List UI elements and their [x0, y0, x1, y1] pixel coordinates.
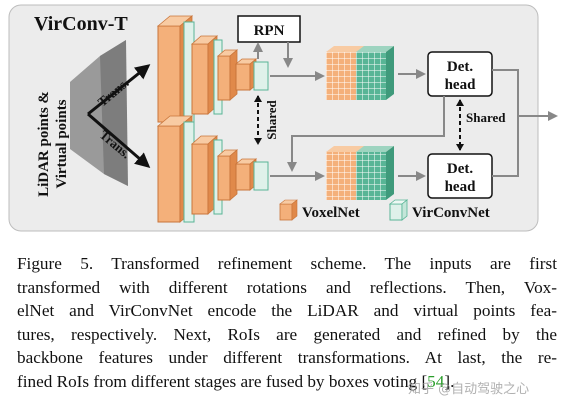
citation-link[interactable]: 54 — [427, 371, 445, 391]
svg-text:head: head — [445, 77, 477, 93]
svg-text:Det.: Det. — [447, 59, 473, 75]
input-label-line1: LiDAR points & — [36, 91, 52, 197]
trans-arrow-bottom — [87, 112, 151, 168]
caption-line: transformed with different rotations and… — [17, 277, 557, 297]
roi-feature-grid-top — [326, 46, 394, 100]
legend-voxelnet-label: VoxelNet — [302, 205, 360, 221]
det-head-top — [427, 51, 493, 97]
rpn-label: RPN — [254, 23, 285, 39]
caption-last-line: fined RoIs from different stages are fus… — [17, 371, 455, 391]
svg-text:head: head — [445, 179, 477, 195]
caption-line: elNet and VirConvNet encode the LiDAR an… — [17, 301, 557, 321]
legend: VoxelNet VirConvNet — [279, 199, 490, 221]
refinement-scheme-figure: VirConv-T LiDAR points & Virtual points … — [8, 4, 558, 232]
caption-line: Figure 5. Transformed refinement scheme.… — [17, 254, 557, 273]
caption-line: tures, respectively. Next, RoIs are gene… — [17, 324, 557, 344]
figure-panel — [8, 4, 539, 232]
svg-text:Det.: Det. — [447, 161, 473, 177]
backbone-bottom — [156, 115, 269, 223]
input-label: LiDAR points & Virtual points — [36, 91, 70, 197]
legend-virconvnet-label: VirConvNet — [412, 205, 490, 221]
legend-virconvnet-swatch — [388, 199, 409, 221]
trans-arrow-top — [87, 64, 151, 116]
shared-label-left: Shared — [264, 99, 279, 139]
legend-voxelnet-swatch — [279, 199, 298, 221]
figure-caption: Figure 5. Transformed refinement scheme.… — [17, 252, 557, 394]
figure-title: VirConv-T — [34, 13, 128, 35]
caption-line: backbone features under different transf… — [17, 348, 557, 368]
rpn-box — [237, 15, 301, 43]
watermark: 知乎 @自动驾驶之心 — [408, 382, 530, 397]
roi-feature-grid-bottom — [326, 146, 394, 200]
refine-feedback-arrow — [287, 96, 445, 172]
backbone-top — [156, 15, 269, 123]
input-label-line2: Virtual points — [54, 99, 70, 188]
shared-label-right: Shared — [466, 110, 506, 125]
